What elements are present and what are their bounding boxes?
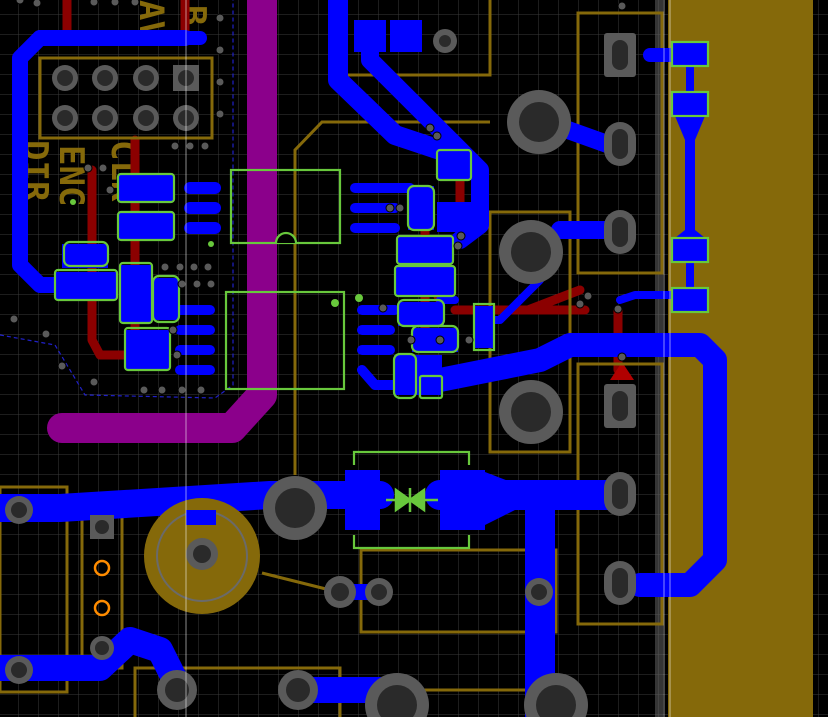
- large-th-pads[interactable]: [263, 90, 588, 717]
- pin-header[interactable]: [52, 65, 199, 131]
- unrouted-pads[interactable]: [93, 559, 111, 617]
- vias[interactable]: [9, 0, 627, 395]
- smd-pads[interactable]: [55, 20, 708, 530]
- reference-lines: [185, 0, 671, 717]
- pour-edge: [655, 0, 663, 717]
- bottom-copper-triangle: [610, 362, 634, 380]
- diode-symbol-icon: [386, 487, 438, 513]
- buzzer-footprint[interactable]: [144, 498, 260, 614]
- inner-layer-track[interactable]: [47, 0, 277, 443]
- silk-text-a: ENC: [51, 145, 91, 206]
- board-keepout-outline: [0, 0, 234, 399]
- courtyard-markers: [70, 199, 363, 307]
- oval-pads-right[interactable]: [604, 33, 636, 605]
- medium-pads[interactable]: [5, 29, 553, 710]
- silk-text-d: B: [173, 5, 213, 25]
